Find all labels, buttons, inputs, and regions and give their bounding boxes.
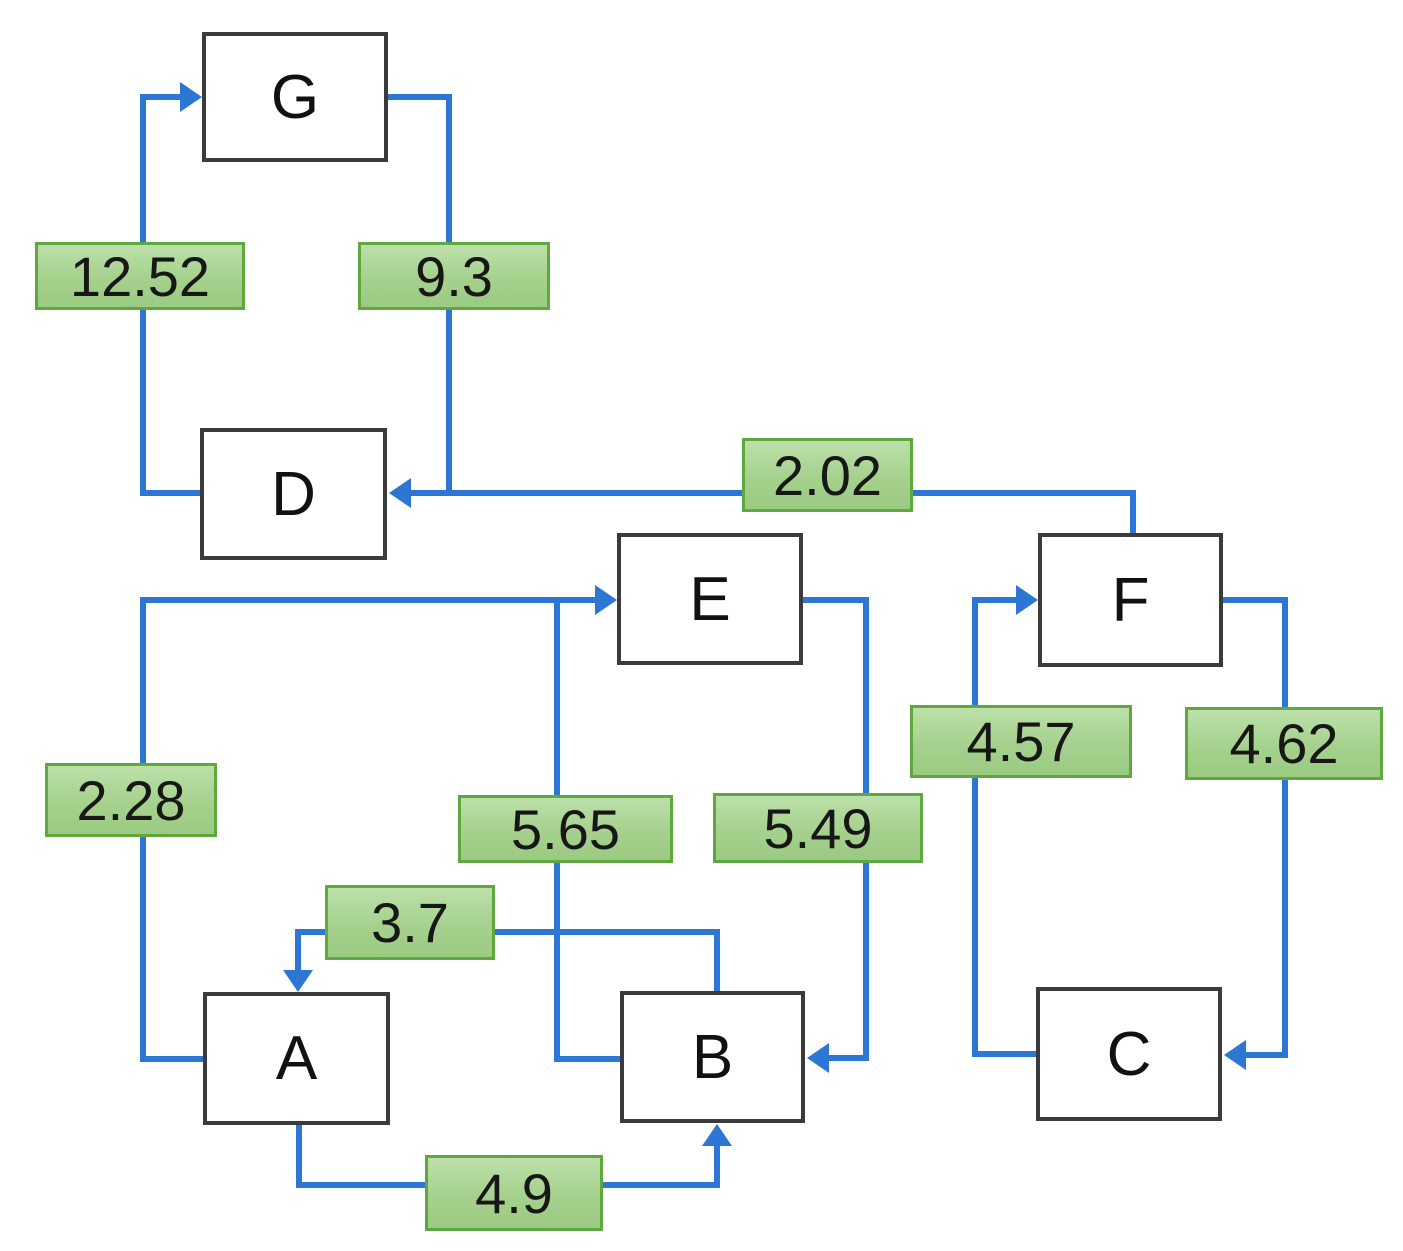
edge-c-f-arrowhead <box>1016 585 1038 615</box>
edge-label-g-d: 9.3 <box>358 242 550 310</box>
edge-b-a-arrowhead <box>283 970 313 992</box>
edge-label-f-c: 4.62 <box>1185 707 1383 780</box>
edge-label-c-f: 4.57 <box>910 705 1132 778</box>
edge-f-d-segment <box>1130 490 1136 538</box>
edge-c-f-segment <box>972 597 978 1057</box>
edge-e-b-segment <box>827 1055 869 1061</box>
edge-d-g-arrowhead <box>180 82 202 112</box>
edge-label-f-d: 2.02 <box>742 438 913 512</box>
edge-a-e-segment <box>140 1056 206 1062</box>
edge-b-a-segment <box>295 929 720 935</box>
edge-a-b-segment <box>714 1146 720 1188</box>
edge-d-g-segment <box>140 94 184 100</box>
edge-f-c-segment <box>1246 1052 1284 1058</box>
edge-e-b-segment <box>803 597 869 603</box>
edge-a-e-segment <box>140 597 597 603</box>
edge-a-e-arrowhead <box>595 585 617 615</box>
edge-g-d-segment <box>388 94 452 100</box>
node-a: A <box>203 992 390 1125</box>
edge-f-d-arrowhead <box>389 478 411 508</box>
edge-label-b-e: 5.65 <box>458 795 673 863</box>
node-f: F <box>1038 533 1223 667</box>
edge-b-a-segment <box>714 929 720 992</box>
edge-label-a-b: 4.9 <box>425 1155 603 1231</box>
edge-label-e-b: 5.49 <box>713 793 923 863</box>
edge-b-a-segment <box>295 929 301 973</box>
edge-c-f-segment <box>972 1051 1036 1057</box>
edge-f-c-arrowhead <box>1224 1040 1246 1070</box>
edge-f-c-segment <box>1282 597 1288 1058</box>
edge-f-c-segment <box>1223 597 1285 603</box>
edge-label-b-a: 3.7 <box>325 885 495 960</box>
edge-label-a-e: 2.28 <box>45 763 217 837</box>
node-g: G <box>202 32 388 162</box>
edge-c-f-segment <box>972 597 1018 603</box>
edge-d-g-segment <box>140 490 202 496</box>
edge-a-b-arrowhead <box>702 1124 732 1146</box>
node-c: C <box>1036 987 1222 1121</box>
edge-a-b-segment <box>296 1125 302 1185</box>
edge-b-e-segment <box>554 1056 624 1062</box>
edge-label-d-g: 12.52 <box>35 242 245 310</box>
node-d: D <box>200 428 387 560</box>
node-b: B <box>620 991 805 1123</box>
node-e: E <box>617 533 803 665</box>
edge-e-b-arrowhead <box>807 1043 829 1073</box>
